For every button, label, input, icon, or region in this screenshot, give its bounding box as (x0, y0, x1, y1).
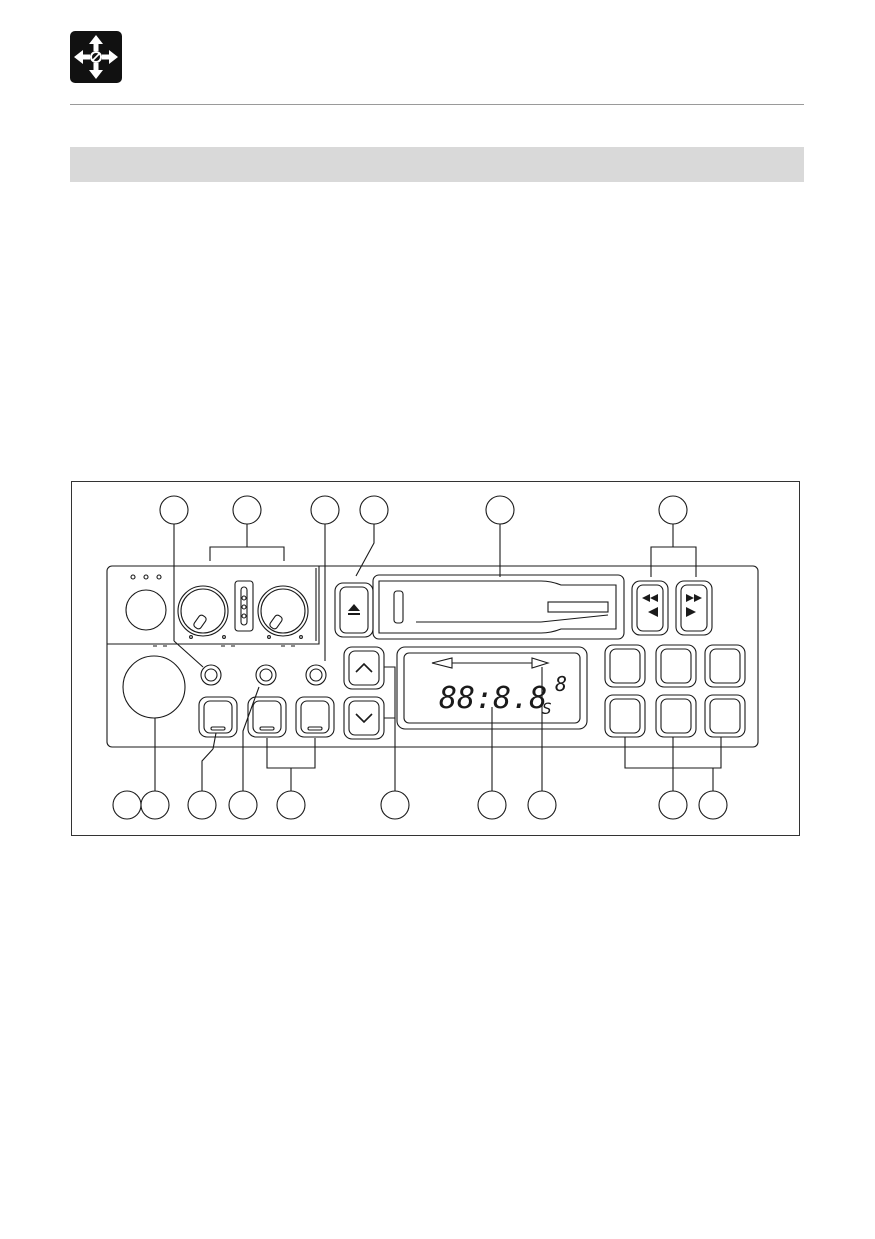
small-button-1 (200, 664, 222, 686)
section-heading-bar (70, 147, 804, 182)
mode-button-3 (295, 696, 335, 738)
balance-slider (234, 580, 254, 632)
chevron-down-icon (355, 713, 373, 724)
callout-circle-bottom-7 (477, 790, 507, 820)
callout-circle-bottom-10 (698, 790, 728, 820)
radio-diagram-frame (71, 481, 800, 836)
callout-circle-bottom-5 (276, 790, 306, 820)
fast-forward-button (675, 580, 713, 636)
faceplate (106, 565, 759, 748)
tone-knob (257, 585, 309, 637)
preset-button-3 (704, 644, 746, 688)
callout-circle-top-1 (159, 495, 189, 525)
callout-circle-bottom-4 (228, 790, 258, 820)
callout-circle-bottom-1 (112, 790, 142, 820)
preset-button-5 (655, 694, 697, 738)
callout-circle-bottom-2 (140, 790, 170, 820)
display-right-arrow (531, 657, 550, 669)
callout-circle-bottom-9 (658, 790, 688, 820)
header-divider (70, 104, 804, 105)
preset-button-6 (704, 694, 746, 738)
callout-circle-bottom-3 (187, 790, 217, 820)
move-arrows-icon (70, 31, 122, 83)
callout-circle-bottom-8 (527, 790, 557, 820)
display-superscript: 8 (555, 672, 567, 696)
fast-forward-icon (686, 594, 702, 617)
callout-circle-top-6 (658, 495, 688, 525)
main-rotary-knob (122, 655, 186, 719)
callout-circle-top-5 (485, 495, 515, 525)
callout-circle-bottom-6 (380, 790, 410, 820)
callout-circle-top-4 (359, 495, 389, 525)
rewind-button (631, 580, 669, 636)
cassette-slot (372, 574, 625, 640)
display-time-readout: 88:8.8 (439, 681, 547, 716)
chevron-up-icon (355, 662, 373, 673)
cassette-window (547, 601, 609, 613)
callout-circle-top-2 (232, 495, 262, 525)
display-subscript: S (542, 699, 552, 718)
car-radio-cassette-diagram: 88:8.8 8 S (106, 495, 759, 820)
preset-button-2 (655, 644, 697, 688)
volume-knob (177, 585, 229, 637)
callout-circle-top-3 (310, 495, 340, 525)
rewind-icon (642, 594, 658, 617)
cassette-door (378, 580, 617, 634)
eject-icon (348, 604, 360, 615)
small-button-2 (255, 664, 277, 686)
seek-up-button (343, 646, 385, 690)
small-button-3 (305, 664, 327, 686)
display-left-arrow (431, 657, 453, 669)
preset-button-1 (604, 644, 646, 688)
mode-button-1 (198, 696, 238, 738)
power-button (125, 589, 167, 631)
